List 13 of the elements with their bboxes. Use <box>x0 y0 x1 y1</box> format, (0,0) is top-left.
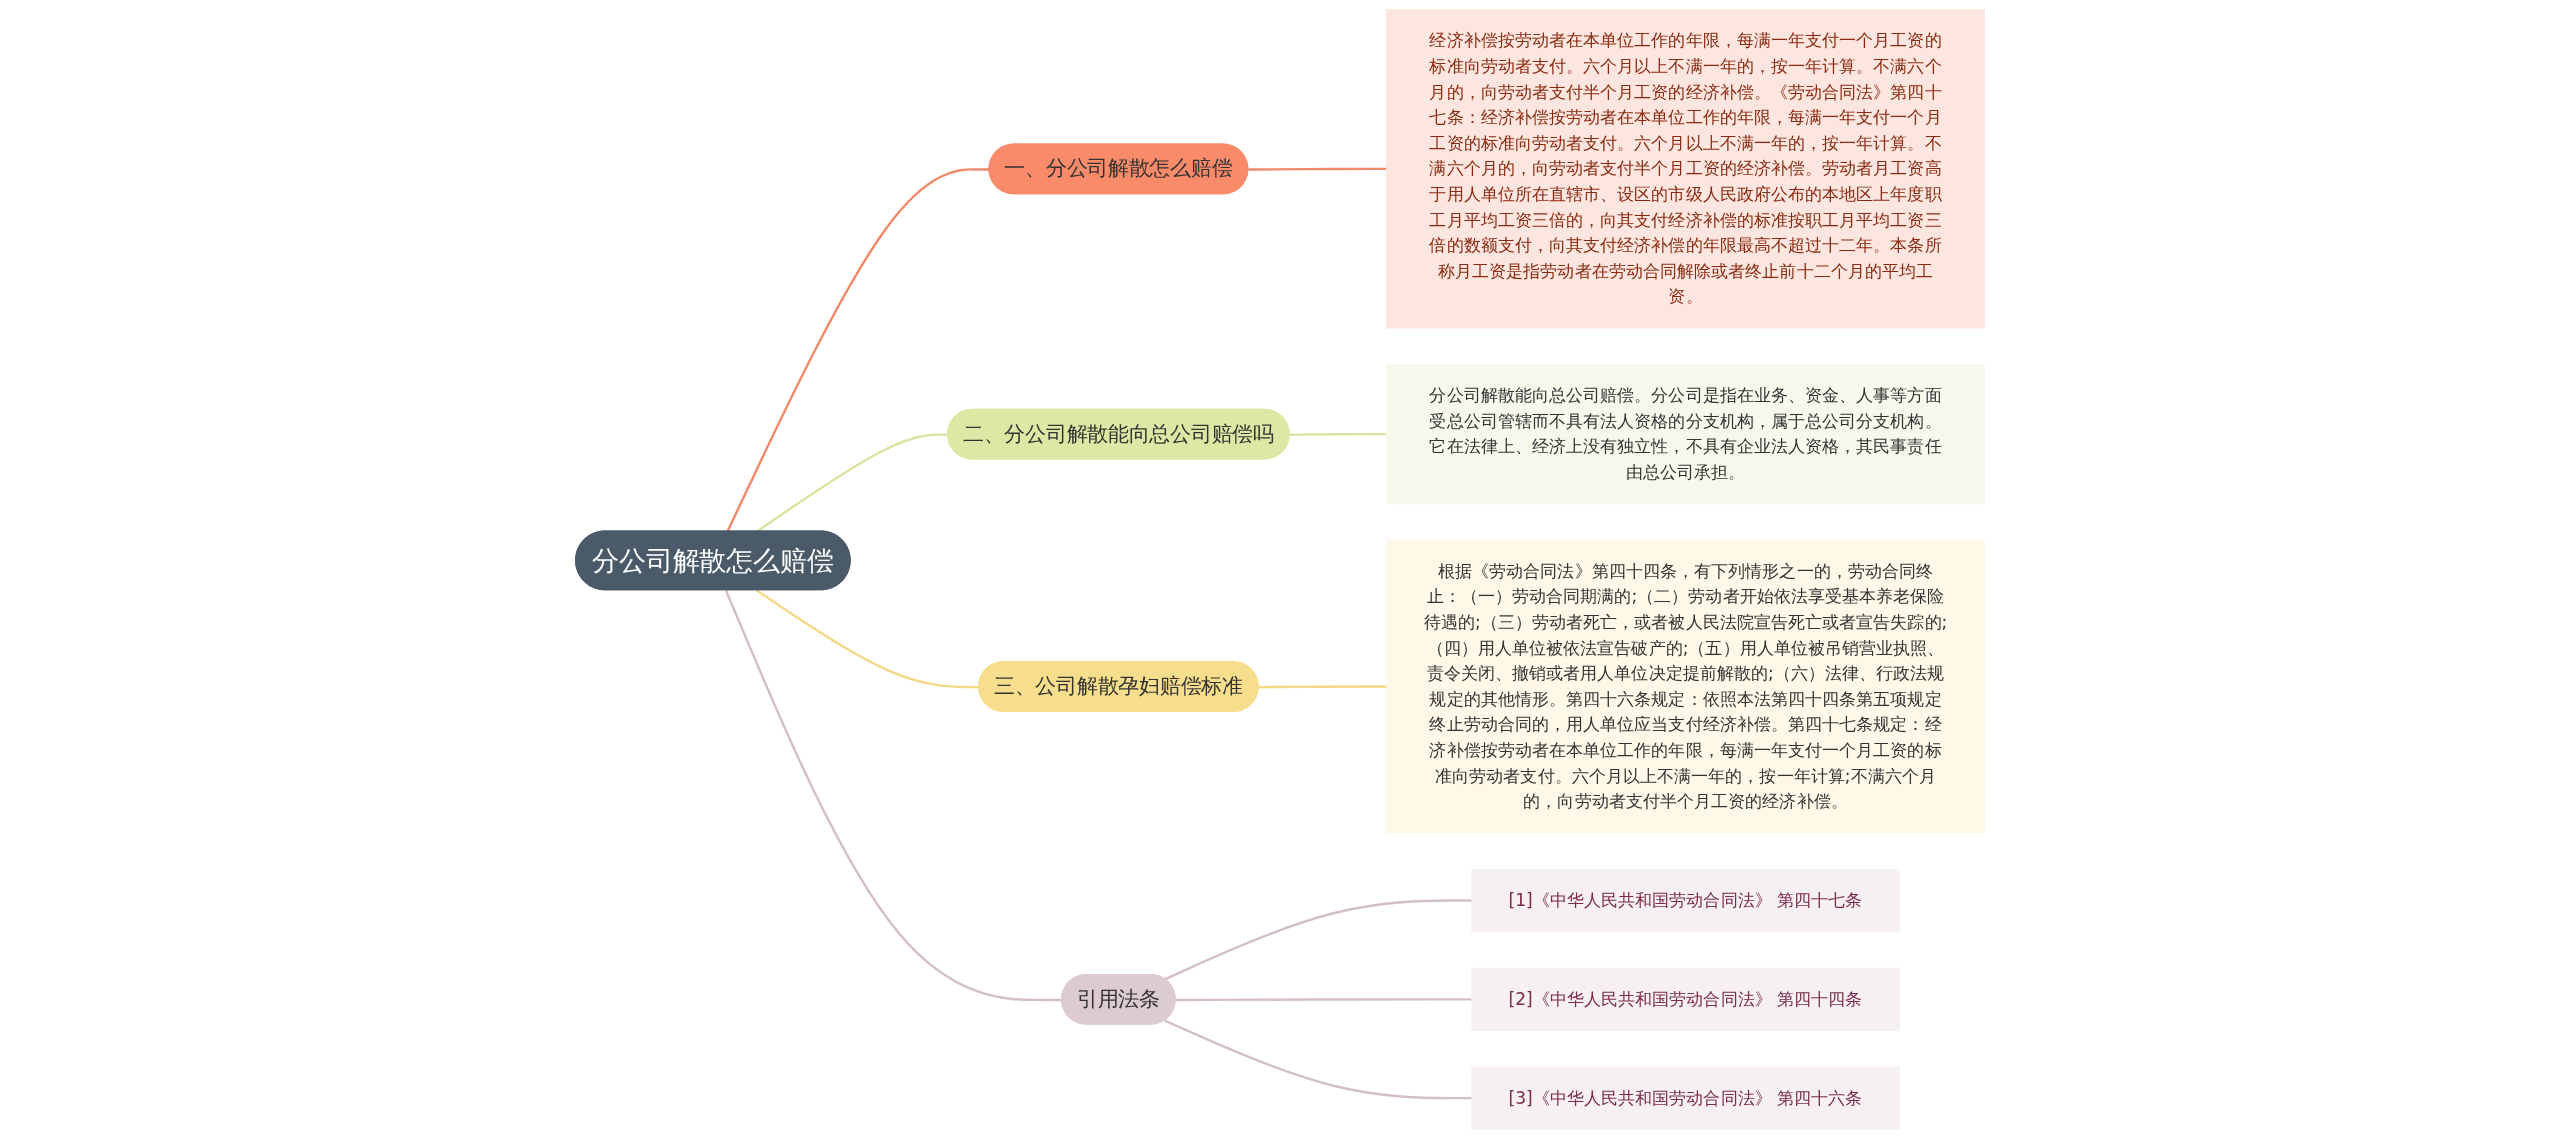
connector <box>1258 685 1387 689</box>
node-box: [3]《中华人民共和国劳动合同法》 第四十六条 <box>1471 1066 1900 1130</box>
connector <box>1248 167 1387 171</box>
node-box: 经济补偿按劳动者在本单位工作的年限，每满一年支付一个月工资的标准向劳动者支付。六个月以上不满一年的，按一年计算。不满六个月的，向劳动者支付半个月工资的经济补偿。《劳动合同法》第四十七条：经济补偿按劳动者在本单位工作的年限，每满一年支付一个月工资的标准向劳动者支付。六个月以上不满一年的，按一年计算。不满六个月的，向劳动者支付半个月工资的经济补偿。劳动者月工资高于用人单位所在直辖市、设区的市级人民政府公布的本地区上年度职工月平均工资三倍的，向其支付经济补偿的标准按职工月平均工资三倍的数额支付，向其支付经济补偿的年限最高不超过十二年。本条所称月工资是指劳动者在劳动合同解除或者终止前十二个月的平均工资。 <box>1386 9 1985 329</box>
node-box: 分公司解散能向总公司赔偿。分公司是指在业务、资金、人事等方面受总公司管辖而不具有法人资格的分支机构，属于总公司分支机构。它在法律上、经济上没有独立性，不具有企业法人资格，其民事责任由总公司承担。 <box>1386 364 1985 505</box>
connector <box>1164 1019 1472 1100</box>
connector <box>1289 432 1387 436</box>
connector <box>1175 998 1472 1002</box>
node-box: [1]《中华人民共和国劳动合同法》 第四十七条 <box>1471 868 1900 933</box>
connector <box>726 168 990 533</box>
connector <box>1164 899 1472 981</box>
node-box: [2]《中华人民共和国劳动合同法》 第四十四条 <box>1471 967 1900 1032</box>
node-box: 根据《劳动合同法》第四十四条，有下列情形之一的，劳动合同终止：（一）劳动合同期满的;（二）劳动者开始依法享受基本养老保险待遇的;（三）劳动者死亡，或者被人民法院宣告死亡或者宣告失踪的;（四）用人单位被依法宣告破产的;（五）用人单位被吊销营业执照、责令关闭、撤销或者用人单位决定提前解散的;（六）法律、行政法规规定的其他情形。第四十六条规定：依照本法第四十四条第五项规定终止劳动合同的，用人单位应当支付经济补偿。第四十七条规定：经济补偿按劳动者在本单位工作的年限，每满一年支付一个月工资的标准向劳动者支付。六个月以上不满一年的，按一年计算;不满六个月的，向劳动者支付半个月工资的经济补偿。 <box>1386 539 1985 834</box>
